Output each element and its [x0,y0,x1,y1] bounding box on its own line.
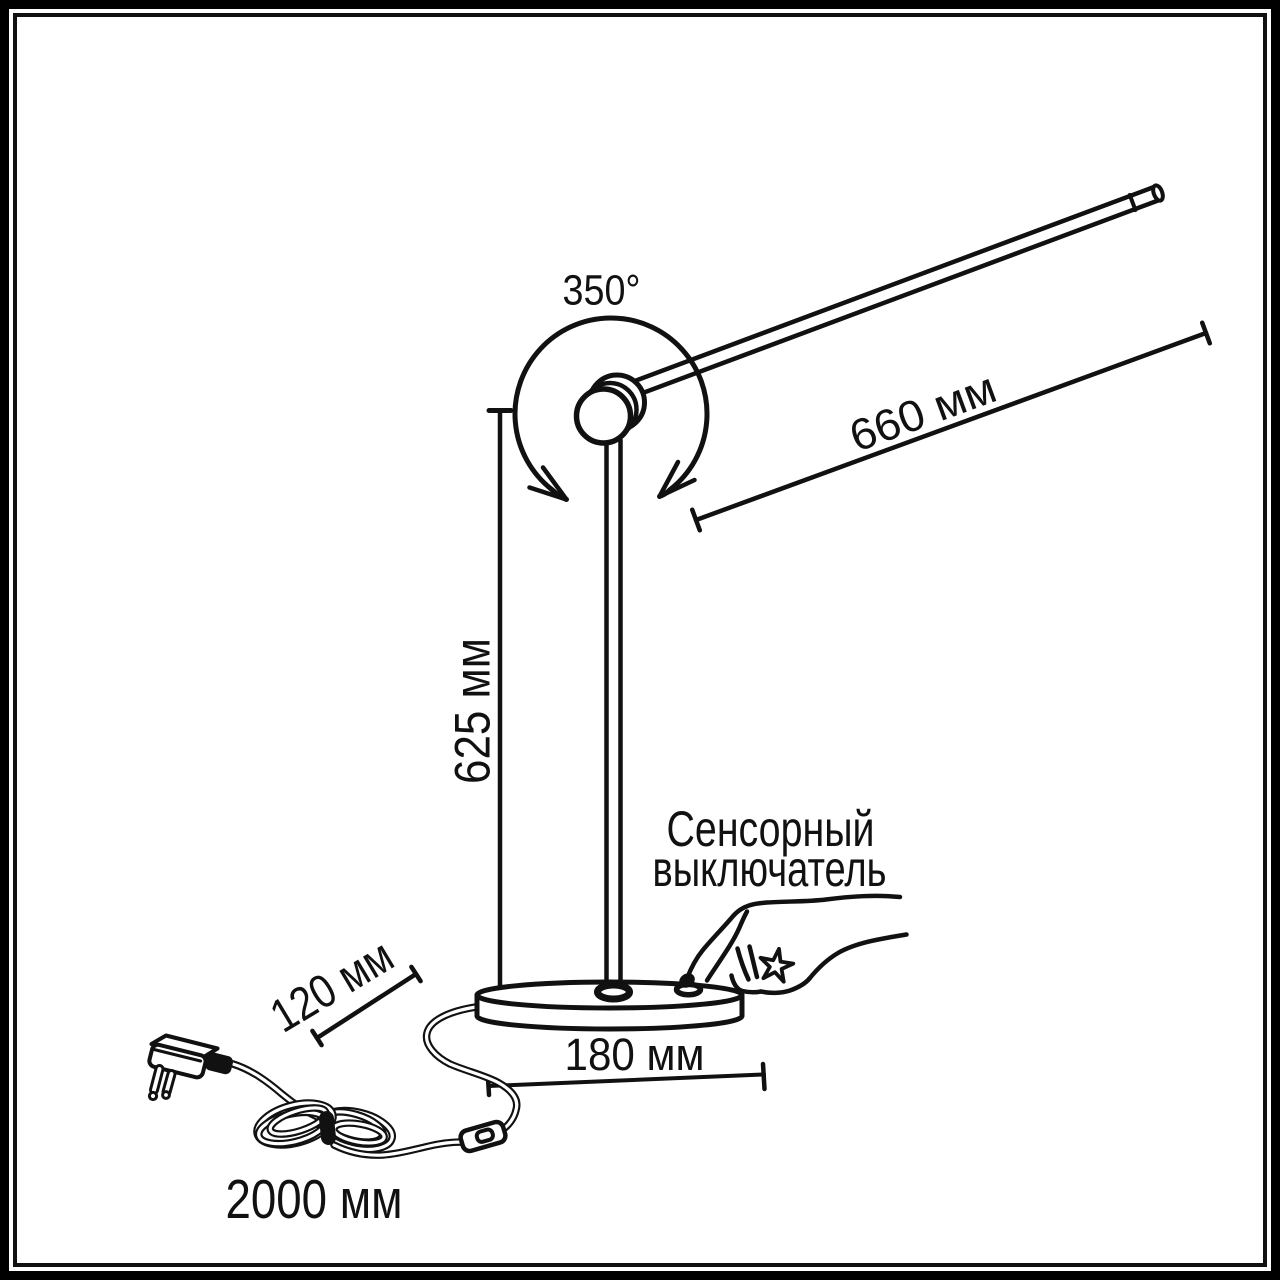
svg-text:350°: 350° [563,267,641,315]
svg-text:2000 мм: 2000 мм [226,1168,403,1230]
svg-text:выключатель: выключатель [653,841,887,897]
svg-text:625 мм: 625 мм [445,638,501,784]
svg-text:Сенсорный: Сенсорный [667,801,875,857]
svg-text:180 мм: 180 мм [565,1029,705,1080]
